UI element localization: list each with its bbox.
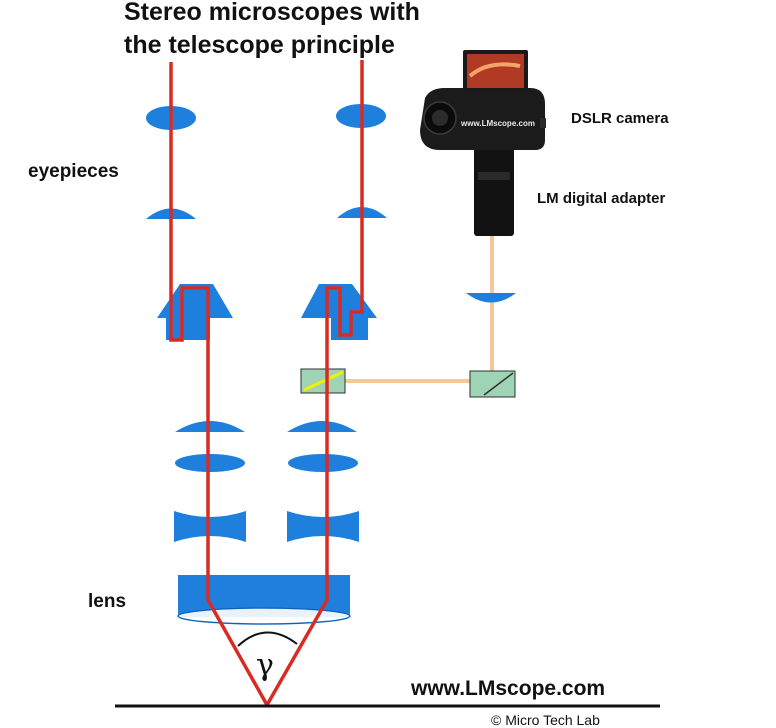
zoom-lens-right-3: [287, 511, 359, 542]
adapter-lens: [466, 293, 516, 303]
camera-brand-text: www.LMscope.com: [460, 119, 535, 128]
beam-right: [265, 60, 364, 706]
eyepieces-label: eyepieces: [28, 161, 119, 182]
beam-splitter-right: [469, 370, 516, 398]
camera-body: [420, 88, 545, 150]
beam-left: [169, 62, 269, 706]
title-line-1: Stereo microscopes with: [124, 0, 420, 26]
zoom-lens-left-2: [175, 454, 245, 472]
zoom-lenses: [174, 421, 359, 542]
zoom-lens-left-1: [175, 421, 245, 432]
angle-arc: [237, 631, 298, 647]
digital-adapter-tube: [474, 139, 514, 236]
title-line-2: the telescope principle: [124, 31, 395, 59]
zoom-lens-left-3: [174, 511, 246, 542]
lens-label: lens: [88, 591, 126, 612]
prisms: [157, 284, 377, 340]
website-url: www.LMscope.com: [410, 677, 605, 700]
eyepiece-lenses: [146, 104, 387, 219]
zoom-lens-right-1: [287, 421, 357, 432]
angle-gamma-symbol: γ: [256, 648, 274, 683]
prism-left: [157, 284, 233, 340]
beam-splitter-left: [300, 368, 346, 394]
copyright-notice: © Micro Tech Lab: [491, 712, 600, 728]
zoom-lens-right-2: [288, 454, 358, 472]
camera-beam-path: [323, 236, 494, 384]
dslr-camera-illustration: www.LMscope.com: [420, 50, 546, 236]
digital-adapter-label: LM digital adapter: [537, 190, 666, 207]
beam-paths: [169, 60, 364, 706]
dslr-camera-label: DSLR camera: [571, 110, 669, 127]
objective-lens: [177, 575, 351, 625]
